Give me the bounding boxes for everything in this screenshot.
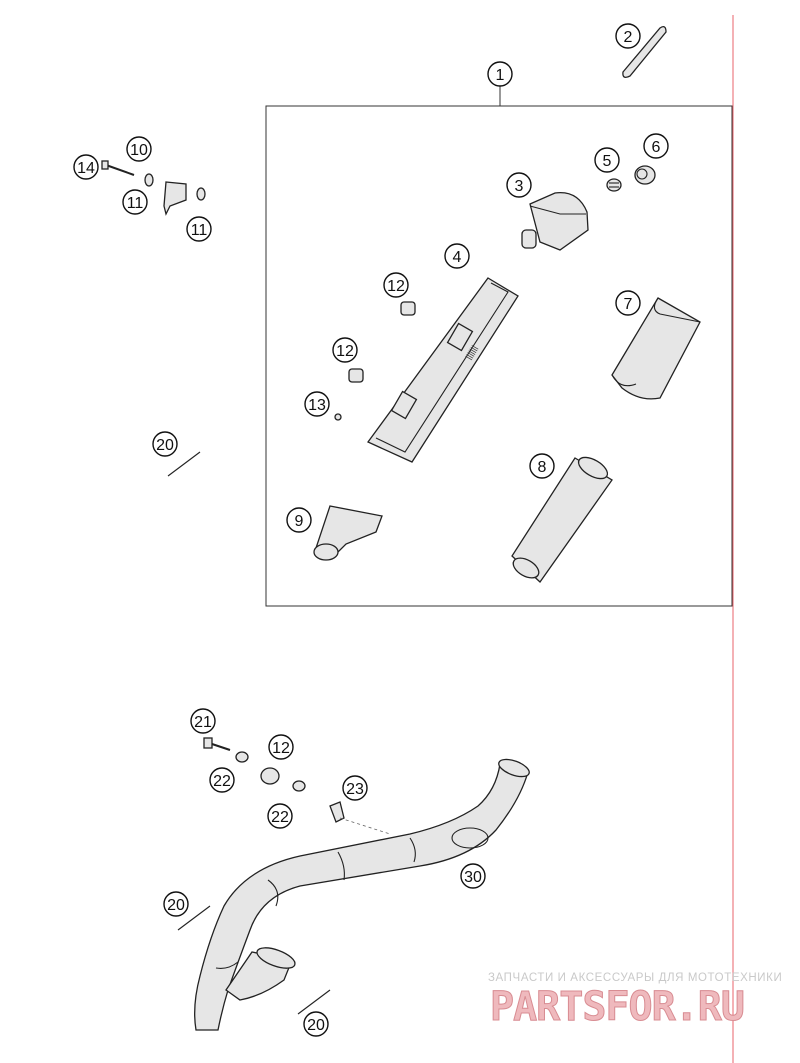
svg-text:20: 20 xyxy=(156,437,174,454)
svg-text:3: 3 xyxy=(515,178,524,195)
callout-1: 1 xyxy=(487,61,513,87)
callout-5: 5 xyxy=(594,147,620,173)
end-cap xyxy=(521,191,589,251)
callout-12: 12 xyxy=(383,272,409,298)
rubber-grommet xyxy=(260,767,280,785)
callout-13: 13 xyxy=(304,391,330,417)
callout-11: 11 xyxy=(122,189,148,215)
inlet-cone xyxy=(313,505,383,561)
svg-text:23: 23 xyxy=(346,781,364,798)
spark-arrestor-screen xyxy=(606,178,622,192)
callout-11: 11 xyxy=(186,216,212,242)
callout-2: 2 xyxy=(615,23,641,49)
callout-6: 6 xyxy=(643,133,669,159)
callout-7: 7 xyxy=(615,290,641,316)
svg-text:20: 20 xyxy=(167,897,185,914)
washer xyxy=(144,173,206,201)
callout-8: 8 xyxy=(529,453,555,479)
svg-text:7: 7 xyxy=(624,296,633,313)
svg-text:4: 4 xyxy=(453,249,462,266)
callout-30: 30 xyxy=(460,863,486,889)
nut xyxy=(334,413,342,421)
callout-14: 14 xyxy=(73,154,99,180)
svg-text:12: 12 xyxy=(336,343,354,360)
svg-text:14: 14 xyxy=(77,160,95,177)
callout-20: 20 xyxy=(303,1011,329,1037)
svg-text:2: 2 xyxy=(624,29,633,46)
svg-text:6: 6 xyxy=(652,139,661,156)
callout-12: 12 xyxy=(268,734,294,760)
svg-text:12: 12 xyxy=(387,278,405,295)
svg-text:22: 22 xyxy=(271,809,289,826)
washer xyxy=(235,751,306,792)
callout-4: 4 xyxy=(444,243,470,269)
svg-text:1: 1 xyxy=(496,67,505,84)
svg-text:5: 5 xyxy=(603,153,612,170)
svg-text:13: 13 xyxy=(308,397,326,414)
callout-20: 20 xyxy=(163,891,189,917)
packing-sleeve xyxy=(611,297,701,400)
silencer-outer-shell: ||||||| xyxy=(367,277,519,463)
heat-shield-pad xyxy=(622,26,667,78)
header-pipe xyxy=(194,758,530,1031)
svg-text:11: 11 xyxy=(127,195,144,212)
svg-text:9: 9 xyxy=(295,513,304,530)
bracket xyxy=(163,181,187,216)
watermark-logo: PARTSFOR.RU xyxy=(490,984,746,1031)
callout-22: 22 xyxy=(267,803,293,829)
leader-line xyxy=(339,817,391,835)
silencer-assembly-frame xyxy=(265,105,733,607)
callout-10: 10 xyxy=(126,136,152,162)
flange-bolt xyxy=(203,737,231,751)
rubber-grommet xyxy=(348,301,416,383)
svg-text:12: 12 xyxy=(272,740,290,757)
inner-tube xyxy=(511,456,613,583)
svg-text:30: 30 xyxy=(464,869,482,886)
callout-21: 21 xyxy=(190,708,216,734)
callout-20: 20 xyxy=(152,431,178,457)
watermark-tagline: ЗАПЧАСТИ И АКСЕССУАРЫ ДЛЯ МОТОТЕХНИКИ xyxy=(488,972,783,984)
callout-9: 9 xyxy=(286,507,312,533)
svg-text:8: 8 xyxy=(538,459,547,476)
bolt xyxy=(101,160,135,176)
callout-3: 3 xyxy=(506,172,532,198)
spring xyxy=(167,451,331,1015)
callout-12: 12 xyxy=(332,337,358,363)
clip-nut xyxy=(329,801,345,823)
svg-text:21: 21 xyxy=(194,714,212,731)
callout-22: 22 xyxy=(209,767,235,793)
callout-23: 23 xyxy=(342,775,368,801)
plug xyxy=(634,165,656,185)
svg-text:22: 22 xyxy=(213,773,231,790)
svg-text:20: 20 xyxy=(307,1017,325,1034)
svg-text:11: 11 xyxy=(191,222,208,239)
svg-text:10: 10 xyxy=(130,142,148,159)
